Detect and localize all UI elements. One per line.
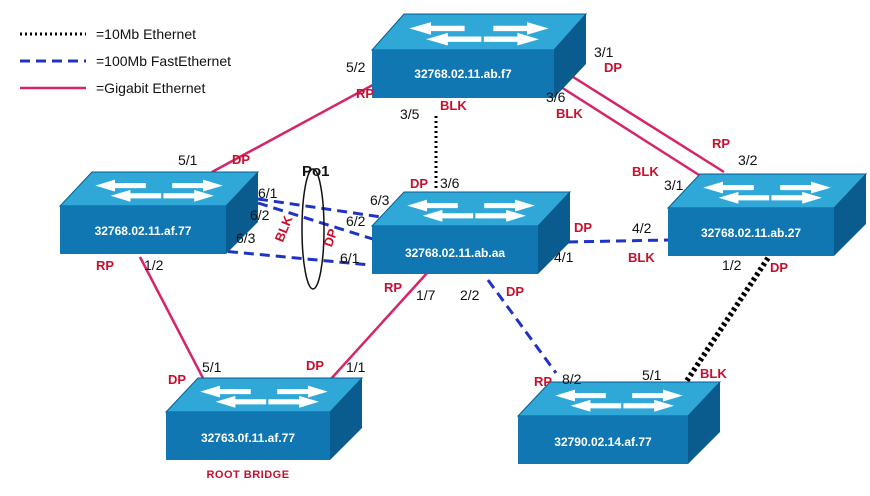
switch-label-af-77: 32768.02.11.af.77 xyxy=(95,224,192,238)
switch-ab-aa[interactable]: 32768.02.11.ab.aa xyxy=(370,191,572,274)
port-label: 1/2 xyxy=(722,257,742,273)
role-label: BLK xyxy=(272,213,296,244)
link-ab27-sw14 xyxy=(679,256,771,390)
link-af77-f7 xyxy=(211,78,383,174)
port-label: 3/2 xyxy=(738,152,758,168)
switch-af-77[interactable]: 32768.02.11.af.77 xyxy=(58,171,260,254)
role-label: DP xyxy=(770,260,788,275)
switch-ab-f7[interactable]: 32768.02.11.ab.f7 xyxy=(370,13,588,98)
switch-label-ab-27: 32768.02.11.ab.27 xyxy=(701,226,801,240)
link-aa-sw14 xyxy=(486,279,558,374)
port-label: 4/2 xyxy=(632,220,652,236)
port-label: 3/6 xyxy=(440,175,460,191)
role-label: DP xyxy=(306,358,324,373)
role-label: BLK xyxy=(440,98,467,113)
role-label: DP xyxy=(320,226,340,248)
switch-label-14-af-77: 32790.02.14.af.77 xyxy=(554,435,652,449)
link-aa-root xyxy=(329,271,429,381)
port-role-labels: RP BLK DP BLK DP RP BLK DP DP DP RP DP R… xyxy=(96,60,788,389)
switch-14-af-77[interactable]: 32790.02.14.af.77 xyxy=(516,381,722,464)
role-label: DP xyxy=(506,284,524,299)
legend-label-gigabit: =Gigabit Ethernet xyxy=(96,80,205,96)
port-label: 8/2 xyxy=(562,371,582,387)
switch-label-ab-aa: 32768.02.11.ab.aa xyxy=(405,246,505,260)
port-label: 5/1 xyxy=(642,367,662,383)
root-bridge-caption: ROOT BRIDGE xyxy=(206,469,289,481)
role-label: RP xyxy=(96,258,114,273)
link-f7-ab27-b xyxy=(549,78,711,184)
role-label: DP xyxy=(574,220,592,235)
role-label: BLK xyxy=(628,250,655,265)
po1-label: Po1 xyxy=(302,163,330,180)
role-label: RP xyxy=(534,374,552,389)
legend-label-100mb: =100Mb FastEthernet xyxy=(96,53,231,69)
role-label: RP xyxy=(712,136,730,151)
link-aa-ab27 xyxy=(567,238,669,244)
port-label: 1/1 xyxy=(346,359,366,375)
port-label: 5/2 xyxy=(346,59,366,75)
link-af77-root xyxy=(138,256,207,383)
role-label: DP xyxy=(168,372,186,387)
role-label: BLK xyxy=(556,106,583,121)
port-label: 1/7 xyxy=(416,287,436,303)
port-label: 6/1 xyxy=(340,250,360,266)
port-label: 3/1 xyxy=(594,44,614,60)
role-label: RP xyxy=(384,280,402,295)
switch-ab-27[interactable]: 32768.02.11.ab.27 xyxy=(666,173,868,256)
role-label: BLK xyxy=(632,164,659,179)
port-label: 6/3 xyxy=(236,230,256,246)
legend-label-10mb: =10Mb Ethernet xyxy=(96,26,196,42)
port-label: 6/3 xyxy=(370,192,390,208)
port-label: 6/2 xyxy=(250,207,270,223)
port-label: 5/1 xyxy=(202,359,222,375)
switch-label-ab-f7: 32768.02.11.ab.f7 xyxy=(414,67,512,81)
role-label: RP xyxy=(356,86,374,101)
port-label: 4/1 xyxy=(554,249,574,265)
port-label: 3/1 xyxy=(664,177,684,193)
port-label: 1/2 xyxy=(144,257,164,273)
port-label: 3/6 xyxy=(546,89,566,105)
port-label: 5/1 xyxy=(178,152,198,168)
link-f7-ab27-a xyxy=(561,68,725,174)
link-af77-aa-po1-c xyxy=(211,248,371,267)
switch-label-root: 32763.0f.11.af.77 xyxy=(201,431,295,445)
links xyxy=(138,68,771,390)
role-label: DP xyxy=(604,60,622,75)
port-label: 3/5 xyxy=(400,106,420,122)
role-label: DP xyxy=(410,176,428,191)
legend: =10Mb Ethernet =100Mb FastEthernet =Giga… xyxy=(20,26,231,96)
port-label: 2/2 xyxy=(460,287,480,303)
port-labels: 5/2 3/5 3/1 3/6 5/1 6/1 6/2 6/3 1/2 3/6 … xyxy=(144,44,758,387)
port-label: 6/1 xyxy=(258,185,278,201)
switch-root-bridge[interactable]: 32763.0f.11.af.77 xyxy=(164,377,364,460)
link-af77-aa-po1-b xyxy=(257,201,377,242)
po1-ellipse xyxy=(301,168,325,290)
role-label: BLK xyxy=(700,366,727,381)
role-label: DP xyxy=(232,152,250,167)
port-label: 6/2 xyxy=(346,213,366,229)
